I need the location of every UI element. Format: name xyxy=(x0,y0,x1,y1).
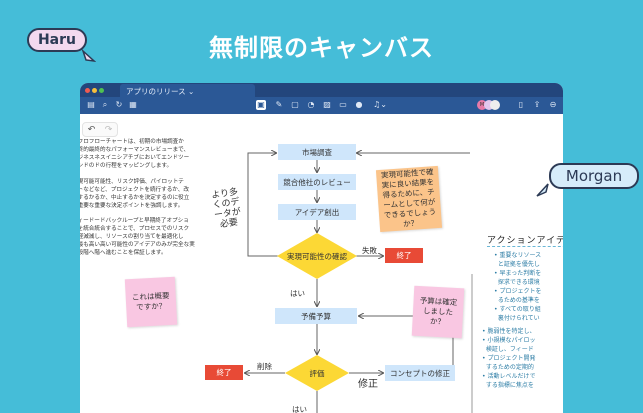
image-icon[interactable]: ▨ xyxy=(323,100,331,109)
cursor-label-haru: Haru xyxy=(27,28,87,52)
end-node[interactable]: 終了 xyxy=(205,365,243,380)
paragraph: 実現可能可能性、リスク評価、パイロットテストなどなど、プロジェクトを続行するか、… xyxy=(80,179,190,210)
tab-bar: アプリのリリース ⌄ xyxy=(80,83,563,97)
share-icon[interactable]: ↻ xyxy=(115,100,123,109)
document-tab[interactable]: アプリのリリース ⌄ xyxy=(120,84,255,97)
avatar[interactable] xyxy=(484,100,494,110)
fail-label: 失敗 xyxy=(362,246,377,255)
export-icon[interactable]: ⇪ xyxy=(533,100,541,109)
tab-title: アプリのリリース xyxy=(126,87,186,96)
handwritten-note[interactable]: より多くのデータが必要 xyxy=(210,187,242,230)
more-icon[interactable]: ● xyxy=(355,100,363,109)
headline: 無制限のキャンバス xyxy=(209,34,434,62)
close-button[interactable] xyxy=(85,88,90,93)
remove-label: 削除 xyxy=(257,362,272,371)
text-icon[interactable]: ▢ xyxy=(291,100,299,109)
cursor-pointer-icon xyxy=(536,183,549,197)
flow-step-budget[interactable]: 予備予算 xyxy=(275,308,357,324)
avatar[interactable] xyxy=(490,100,500,110)
sticky-note-pink[interactable]: これは概要ですか？ xyxy=(124,276,178,328)
cursor-label-morgan: Morgan xyxy=(549,163,639,189)
action-items-list: • 重要なリソース と証拠を優先し • 早まった判断を 探求できる環境 • プロ… xyxy=(494,252,542,322)
shape-icon[interactable]: ◔ xyxy=(307,100,315,109)
search-icon[interactable]: ⌕ xyxy=(102,100,108,109)
canvas[interactable]: ↶↷ のフロフローチャートは、初期の市場調査か最終的最終的なパフォーマンスレビュ… xyxy=(80,114,563,413)
revise-label: 修正 xyxy=(358,379,378,390)
paragraph: フィードードバックループと早期終了オプションを統合統合することで、プロセスでのリ… xyxy=(80,218,195,257)
pen-icon[interactable]: ✎ xyxy=(275,100,283,109)
sidebar-icon[interactable]: ▤ xyxy=(87,100,95,109)
cursor-pointer-icon xyxy=(81,49,96,63)
sticky-icon[interactable]: ▭ xyxy=(339,100,347,109)
yes-label: はい xyxy=(292,405,307,413)
action-items-title: アクションアイテム xyxy=(487,233,563,247)
undo-redo-group: ↶↷ xyxy=(82,122,118,137)
sticky-note-pink[interactable]: 予算は確定しましたか？ xyxy=(411,285,465,339)
menu-icon[interactable]: ⊖ xyxy=(549,100,557,109)
zoom-button[interactable] xyxy=(99,88,104,93)
toolbar: ▤ ⌕ ↻ ▦ ▣ ✎ ▢ ◔ ▨ ▭ ● ♫⌄ M ▯ ⇪ ⊖ xyxy=(80,97,563,114)
paragraph: のフロフローチャートは、初期の市場調査か最終的最終的なパフォーマンスレビューまで… xyxy=(80,139,190,170)
mic-icon[interactable]: ♫⌄ xyxy=(373,100,387,109)
avatar[interactable]: M xyxy=(477,100,487,110)
flow-step-competitor[interactable]: 競合他社のレビュー xyxy=(278,174,356,190)
doc-icon[interactable]: ▯ xyxy=(518,100,524,109)
notes-icon[interactable]: ▦ xyxy=(129,100,137,109)
redo-button[interactable]: ↷ xyxy=(104,124,113,135)
decision-feasibility[interactable]: 実現可能性の確認 xyxy=(277,233,357,279)
yes-label: はい xyxy=(290,289,305,298)
flow-step-market[interactable]: 市場調査 xyxy=(278,144,356,160)
board-icon[interactable]: ▣ xyxy=(256,100,266,110)
action-items-list: • 脆弱性を特定し、 • 小規模なパイロッ 検証し、フィード • プロジェクト開… xyxy=(482,328,536,389)
chevron-down-icon: ⌄ xyxy=(188,87,195,96)
minimize-button[interactable] xyxy=(92,88,97,93)
end-node[interactable]: 終了 xyxy=(385,248,423,263)
undo-button[interactable]: ↶ xyxy=(87,124,96,135)
app-window: アプリのリリース ⌄ ▤ ⌕ ↻ ▦ ▣ ✎ ▢ ◔ ▨ ▭ ● ♫⌄ M ▯ … xyxy=(80,83,563,413)
flow-step-revise-concept[interactable]: コンセプトの修正 xyxy=(385,365,455,381)
flow-step-idea[interactable]: アイデア創出 xyxy=(278,204,356,220)
sticky-note-orange[interactable]: 実現可能性で確実に良い結果を得るために、チームとして何ができるでしょうか？ xyxy=(375,165,443,233)
decision-evaluate[interactable]: 評価 xyxy=(285,355,349,391)
